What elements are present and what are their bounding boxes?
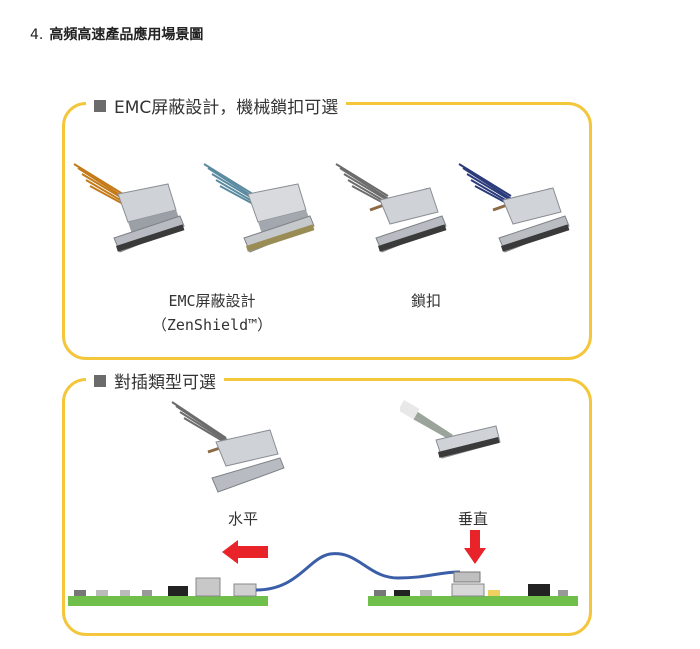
down-arrow-icon — [464, 530, 486, 564]
lock-connector-navy-image — [458, 163, 570, 253]
zenshield-label: （ZenShield™） — [151, 316, 273, 334]
lock-label: 鎖扣 — [410, 292, 441, 310]
connector-images-row — [73, 163, 570, 253]
emc-connector-teal-image — [203, 163, 315, 253]
mating-type-panel — [62, 378, 592, 636]
pcb-cable-scene — [68, 552, 578, 606]
mating-type-panel-title: 對插類型可選 — [86, 368, 224, 393]
vertical-connector-image — [400, 400, 501, 459]
horizontal-label: 水平 — [227, 510, 258, 528]
emc-lock-panel-title: EMC屏蔽設計，機械鎖扣可選 — [86, 93, 347, 118]
bullet-square-icon — [94, 99, 106, 112]
horizontal-connector-image — [171, 401, 285, 493]
lock-connector-gray-image — [335, 163, 447, 253]
left-arrow-icon — [222, 540, 268, 564]
emc-connector-orange-image — [73, 163, 185, 253]
panel-title-text: 對插類型可選 — [114, 373, 216, 393]
vertical-label: 垂直 — [457, 510, 488, 528]
bullet-square-icon — [94, 374, 106, 387]
section-heading: 4. 高頻高速產品應用場景圖 — [30, 24, 203, 44]
section-title: 高頻高速產品應用場景圖 — [49, 27, 204, 43]
section-number: 4. — [30, 27, 44, 43]
emc-shield-label: EMC屏蔽設計 — [168, 292, 256, 310]
panel-title-text: EMC屏蔽設計，機械鎖扣可選 — [114, 98, 339, 118]
